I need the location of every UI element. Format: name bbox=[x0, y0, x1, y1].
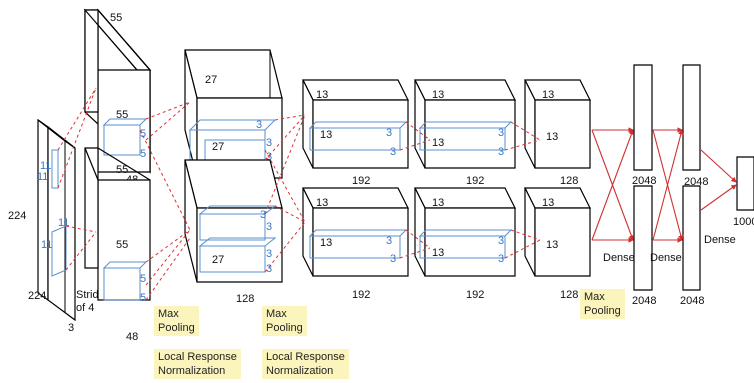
conv4-top-dim-label: 13 bbox=[432, 89, 444, 101]
conv2-bottom: 27 3 3 3 3 128 bbox=[184, 159, 283, 305]
fc7-top: 2048 bbox=[682, 64, 708, 188]
conv2-top-kernel-2: 3 bbox=[266, 137, 272, 149]
input-kernel-label-4: 11 bbox=[41, 239, 52, 251]
conv1-bottom-dim-label: 55 bbox=[116, 164, 128, 176]
fc7-bottom: 2048 bbox=[680, 185, 704, 307]
conv2-bottom-kernel-2: 3 bbox=[266, 221, 272, 233]
input-block: 224 224 3 11 11 11 11 Stride of 4 bbox=[8, 118, 105, 334]
conv4-bottom: 13 13 3 3 192 bbox=[414, 187, 516, 301]
conv4-bottom-dim-label: 13 bbox=[432, 197, 444, 209]
conv5-bottom: 13 13 128 bbox=[524, 187, 591, 301]
dense-label-3: Dense bbox=[704, 234, 736, 246]
conv3-top-depth-label: 192 bbox=[352, 175, 370, 187]
lrn-note-2: Local Response Normalization bbox=[262, 349, 349, 379]
dense-label-1: Dense bbox=[603, 252, 635, 264]
fc8: 1000 bbox=[733, 156, 754, 228]
max-pooling-note-2: Max Pooling bbox=[262, 306, 307, 336]
conv4-top-depth-label: 192 bbox=[466, 175, 484, 187]
conv2-bottom-kernel-1: 3 bbox=[260, 209, 266, 221]
conv5-top: 13 13 128 bbox=[524, 79, 591, 187]
conv2-top-kernel-1: 3 bbox=[256, 119, 262, 131]
conv1-bottom: 55 55 5 5 48 bbox=[84, 147, 151, 343]
conv4-top-dim2-label: 13 bbox=[432, 137, 444, 149]
conv3-top: 13 13 3 3 192 bbox=[302, 79, 409, 187]
conv1-bottom-kernel-1: 5 bbox=[140, 273, 146, 285]
conv3-top-dim2-label: 13 bbox=[320, 129, 332, 141]
conv2-bottom-kernel-4: 3 bbox=[266, 263, 272, 275]
conv5-bottom-dim2-label: 13 bbox=[546, 239, 558, 251]
conv5-top-dim2-label: 13 bbox=[546, 131, 558, 143]
conv5-top-depth-label: 128 bbox=[560, 175, 578, 187]
conv1-top-dim-label: 55 bbox=[110, 12, 122, 24]
conv3-top-kernel-1: 3 bbox=[386, 127, 392, 139]
conv1-top-kernel-2: 5 bbox=[140, 148, 146, 160]
conv3-bottom: 13 13 3 3 192 bbox=[302, 187, 409, 301]
conv4-top-kernel-2: 3 bbox=[498, 146, 504, 158]
conv4-top-kernel-1: 3 bbox=[498, 127, 504, 139]
conv4-bottom-kernel-1: 3 bbox=[498, 235, 504, 247]
input-height-label: 224 bbox=[8, 210, 26, 222]
fc7-top-units-label: 2048 bbox=[684, 176, 708, 188]
conv4-top: 13 13 3 3 192 bbox=[414, 79, 516, 187]
conv2-bottom-dim-label: 27 bbox=[212, 254, 224, 266]
conv3-top-kernel-2: 3 bbox=[390, 146, 396, 158]
lrn-note-1: Local Response Normalization bbox=[154, 349, 241, 379]
fc6-top: 2048 bbox=[632, 64, 656, 187]
conv2-top-dim-label: 27 bbox=[205, 74, 217, 86]
fc6-bottom-units-label: 2048 bbox=[632, 295, 656, 307]
connections bbox=[57, 87, 541, 301]
conv4-bottom-kernel-2: 3 bbox=[498, 253, 504, 265]
input-width-label: 224 bbox=[28, 290, 46, 302]
conv3-bottom-kernel-1: 3 bbox=[386, 235, 392, 247]
conv2-top: 27 27 3 3 3 27 128 bbox=[184, 49, 283, 194]
conv4-bottom-dim2-label: 13 bbox=[432, 247, 444, 259]
input-kernel-label-1: 11 bbox=[40, 160, 51, 172]
conv1-bottom-kernel-2: 5 bbox=[140, 292, 146, 304]
fc-arrows bbox=[591, 127, 737, 243]
conv2-bottom-kernel-3: 3 bbox=[266, 248, 272, 260]
input-kernel-label-2: 11 bbox=[37, 171, 48, 183]
conv5-bottom-depth-label: 128 bbox=[560, 289, 578, 301]
conv4-bottom-depth-label: 192 bbox=[466, 289, 484, 301]
dense-label-2: Dense bbox=[650, 252, 682, 264]
fc6-top-units-label: 2048 bbox=[632, 175, 656, 187]
max-pooling-note-1: Max Pooling bbox=[154, 306, 199, 336]
max-pooling-note-3: Max Pooling bbox=[580, 289, 625, 319]
input-kernel-label-3: 11 bbox=[58, 217, 69, 229]
conv5-bottom-dim-label: 13 bbox=[542, 197, 554, 209]
conv1-top: 55 55 5 5 48 bbox=[83, 8, 152, 186]
conv3-top-dim-label: 13 bbox=[316, 89, 328, 101]
conv5-top-dim-label: 13 bbox=[542, 89, 554, 101]
conv3-bottom-kernel-2: 3 bbox=[390, 253, 396, 265]
input-depth-label: 3 bbox=[68, 322, 74, 334]
conv3-bottom-dim2-label: 13 bbox=[320, 237, 332, 249]
conv3-bottom-depth-label: 192 bbox=[352, 289, 370, 301]
conv2-top-dim2-label: 27 bbox=[212, 141, 224, 153]
fc6-bottom: 2048 bbox=[632, 185, 656, 307]
fc8-units-label: 1000 bbox=[733, 216, 754, 228]
conv3-bottom-dim-label: 13 bbox=[316, 197, 328, 209]
conv1-top-kernel-1: 5 bbox=[140, 128, 146, 140]
conv1-bottom-depth-label: 48 bbox=[126, 331, 138, 343]
stride-label-line2: of 4 bbox=[76, 302, 94, 314]
conv2-bottom-depth-label: 128 bbox=[236, 293, 254, 305]
conv1-top-dim2-label: 55 bbox=[116, 109, 128, 121]
conv1-bottom-dim2-label: 55 bbox=[116, 239, 128, 251]
fc7-bottom-units-label: 2048 bbox=[680, 295, 704, 307]
